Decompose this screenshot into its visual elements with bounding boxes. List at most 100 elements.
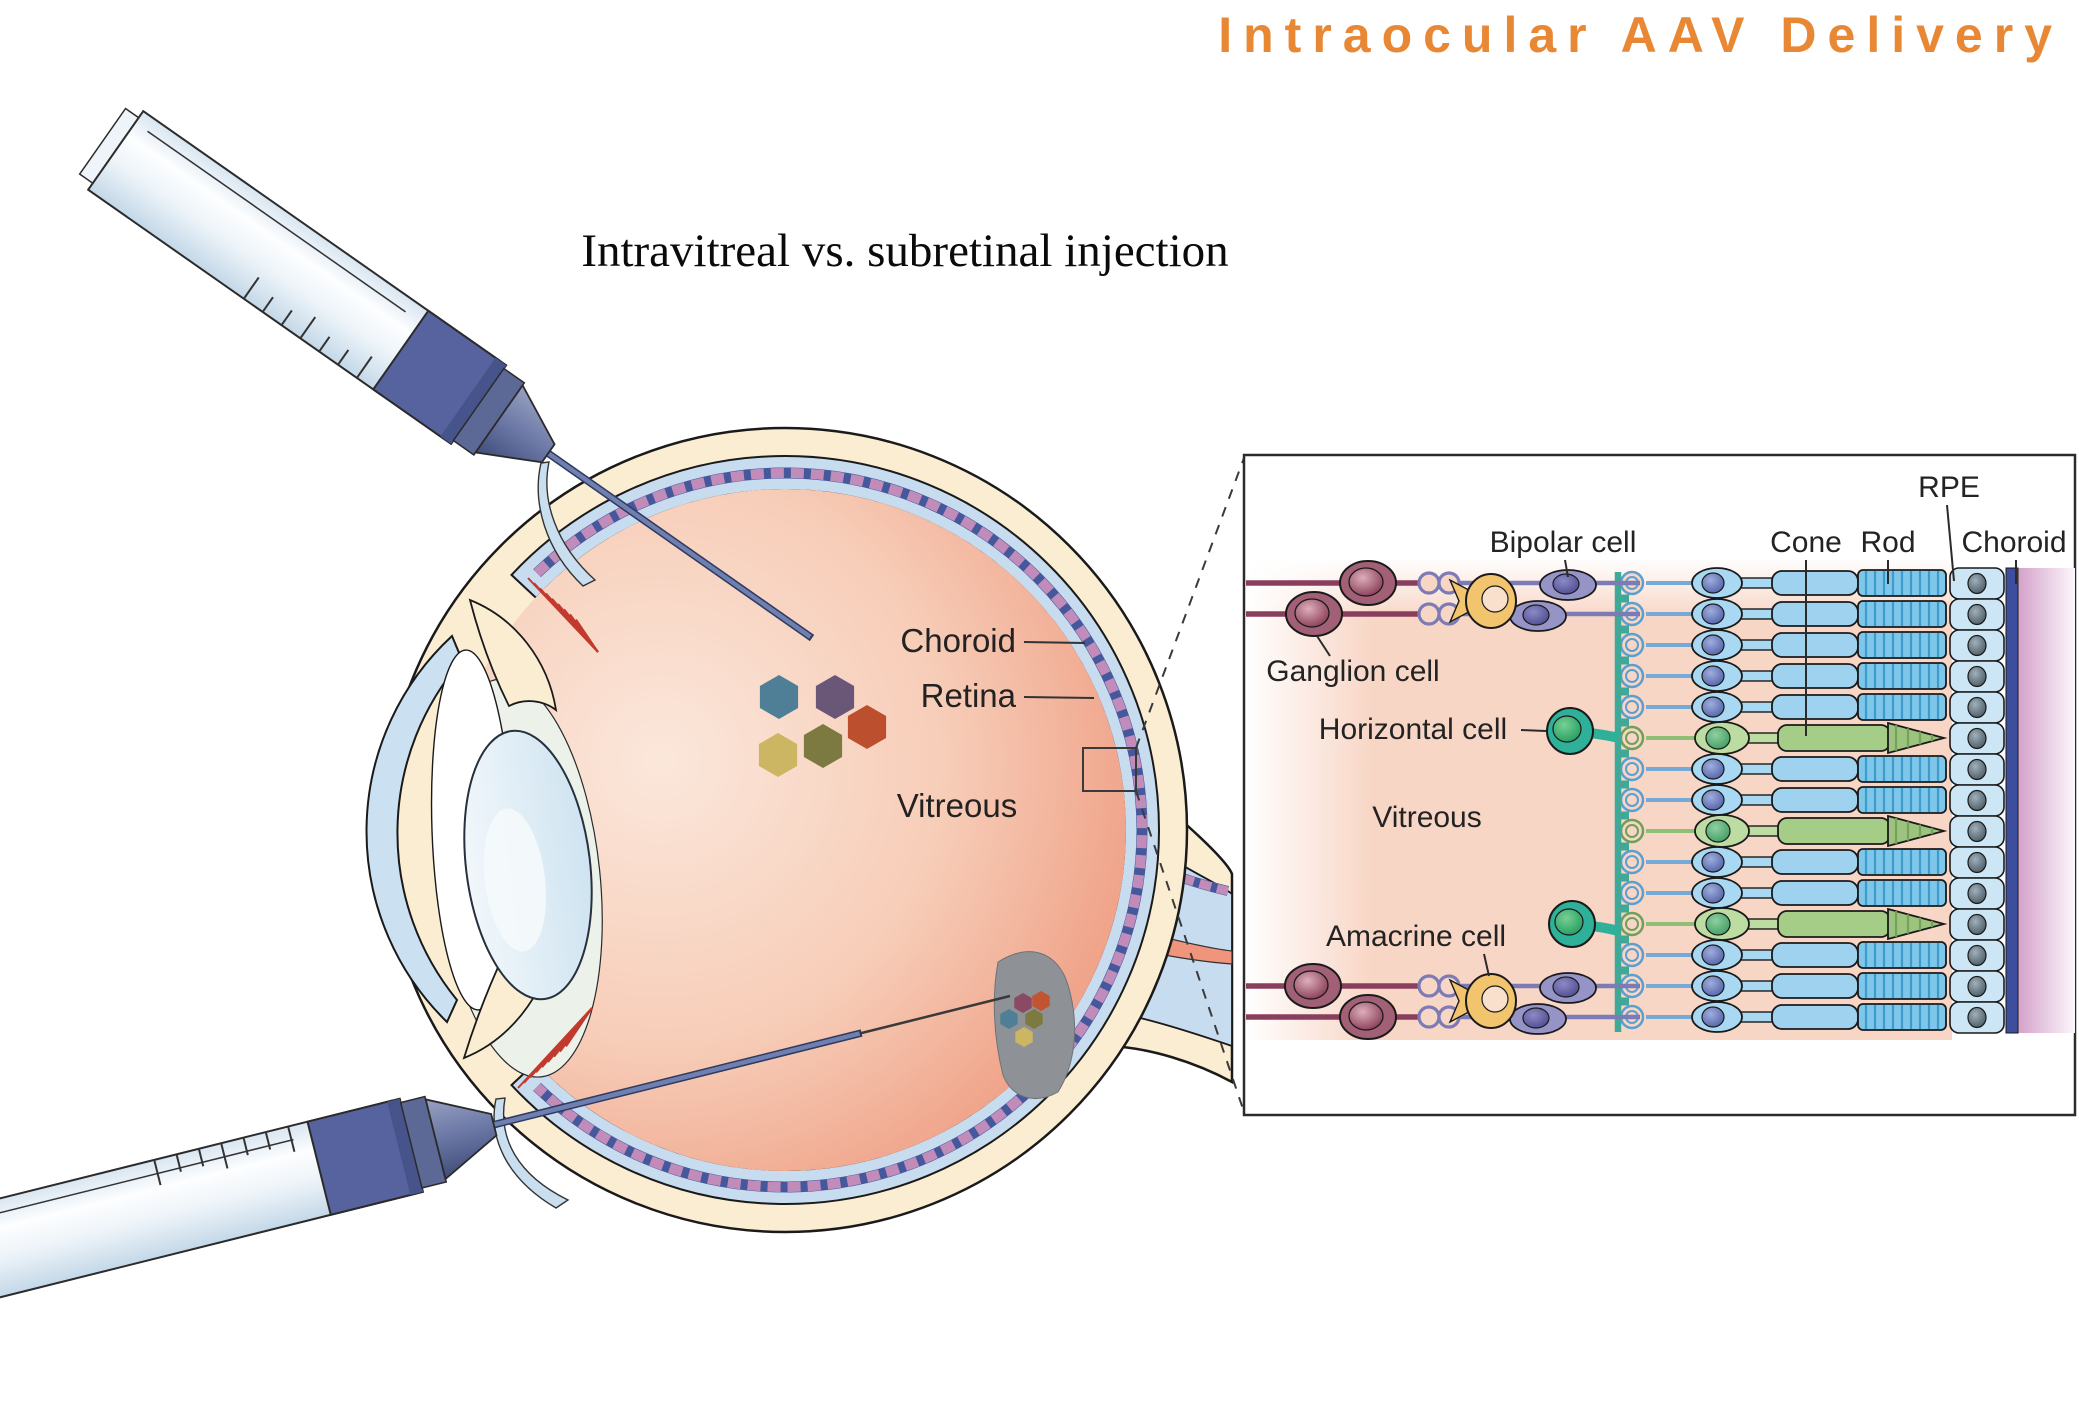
synaptic-terminal <box>1619 725 1645 751</box>
amacrine-cell <box>1448 573 1517 629</box>
synaptic-terminal-inner <box>1625 762 1639 776</box>
cone-outer-segment <box>1887 907 1948 941</box>
bipolar-nucleus <box>1522 604 1550 626</box>
rpe-leader <box>1946 504 1955 582</box>
rod-nucleus <box>1701 944 1725 966</box>
subretinal-syringe <box>0 994 1011 1301</box>
aav-purple-icon <box>815 675 855 719</box>
rod-inner-segment <box>1771 663 1859 689</box>
cone-inner-segment <box>1777 724 1891 752</box>
plunger-seal-edge <box>440 357 507 444</box>
label-cone: Cone <box>1770 526 1842 559</box>
bipolar-nucleus <box>1522 1007 1550 1029</box>
rod-nucleus <box>1701 1006 1725 1028</box>
choroid-layer-dots <box>533 468 1147 1192</box>
cone-nucleus <box>1705 819 1731 843</box>
projection-line-top <box>1135 457 1245 749</box>
rpe-nucleus <box>1967 696 1987 719</box>
aav-olive-icon <box>1025 1009 1043 1029</box>
rod-inner-segment <box>1771 694 1859 720</box>
comb-tooth <box>1618 811 1629 820</box>
amacrine-nucleus <box>1481 985 1509 1013</box>
label-choroid: Choroid <box>900 622 1016 659</box>
amacrine-cell <box>1448 973 1517 1029</box>
rod-inner-segment <box>1771 849 1859 875</box>
rod-nucleus <box>1701 789 1725 811</box>
rpe-nucleus <box>1967 758 1987 781</box>
choroid-leader <box>1023 641 1086 644</box>
retina-leader <box>1023 696 1095 699</box>
ciliary-body <box>517 577 599 1089</box>
inset-fade-left <box>1246 560 1372 1040</box>
rod-photoreceptor-row <box>1619 784 1947 816</box>
label-vitreous: Vitreous <box>897 787 1017 824</box>
synaptic-terminal <box>1619 632 1645 658</box>
synaptic-terminal <box>1619 756 1645 782</box>
aav-red-icon <box>1032 991 1050 1011</box>
label-horizontal-cell: Horizontal cell <box>1319 713 1507 746</box>
inset-labels: RPE Bipolar cell Cone Rod Choroid Gangli… <box>1266 471 2067 977</box>
rod-photoreceptor-row <box>1619 753 1947 785</box>
magnifier-box <box>1082 747 1137 792</box>
rod-photoreceptor-row <box>1619 660 1947 692</box>
ganglion-nucleus <box>1348 567 1384 597</box>
rod-nucleus <box>1701 696 1725 718</box>
rod-nucleus <box>1701 603 1725 625</box>
synaptic-terminal-inner <box>1625 824 1639 838</box>
ganglion-nucleus <box>1348 1001 1384 1031</box>
graduation-tick <box>264 1131 272 1150</box>
aav-teal-icon <box>1000 1009 1018 1029</box>
hub-cone <box>473 383 556 464</box>
comb-tooth <box>1618 966 1629 975</box>
rod-photoreceptor-row <box>1619 846 1947 878</box>
synapse-ring <box>1417 974 1441 998</box>
comb-tooth <box>1618 656 1629 665</box>
comb-tooth <box>1618 625 1629 634</box>
cornea <box>365 634 464 1024</box>
aav-teal-icon <box>759 675 799 719</box>
lens-highlight <box>483 808 547 952</box>
graduation-tick <box>242 1137 249 1156</box>
rpe-nucleus <box>1967 944 1987 967</box>
label-bipolar-cell: Bipolar cell <box>1490 526 1637 559</box>
eye-globe <box>365 426 1189 1234</box>
rpe-nucleus <box>1967 665 1987 688</box>
aav-gold-icon <box>1015 1027 1033 1047</box>
rod-inner-segment <box>1771 1004 1859 1030</box>
rod-inner-segment <box>1771 570 1859 596</box>
conjunctiva-upper <box>537 461 597 587</box>
rpe-nucleus <box>1967 572 1987 595</box>
synaptic-terminal-inner <box>1625 638 1639 652</box>
graduation-tick <box>318 336 331 353</box>
needle <box>493 1031 861 1127</box>
graduation-tick <box>337 349 350 366</box>
synaptic-terminal <box>1619 694 1645 720</box>
comb-tooth <box>1618 594 1629 603</box>
synaptic-terminal <box>1619 911 1645 937</box>
barrel-graduations <box>153 1126 296 1186</box>
graduation-tick <box>243 276 260 300</box>
figure-subtitle: Intravitreal vs. subretinal injection <box>581 225 1228 277</box>
rpe-nucleus <box>1967 851 1987 874</box>
rod-photoreceptor-row <box>1619 939 1947 971</box>
bruchs-membrane <box>2005 567 2019 1034</box>
graduation-tick <box>287 1126 296 1152</box>
bipolar-nucleus <box>1552 976 1580 998</box>
rod-inner-segment <box>1771 942 1859 968</box>
aav-gold-icon <box>758 733 798 777</box>
rod-nucleus <box>1701 882 1725 904</box>
ciliary-fiber <box>565 1007 593 1047</box>
synaptic-terminal-inner <box>1625 669 1639 683</box>
rod-nucleus <box>1701 665 1725 687</box>
horizontal-cell-1 <box>1546 707 1620 755</box>
graduation-tick <box>356 356 373 379</box>
graduation-tick <box>197 1148 205 1167</box>
comb-tooth <box>1618 904 1629 913</box>
rpe-nucleus <box>1967 789 1987 812</box>
bipolar-leader <box>1564 559 1569 578</box>
synapse-ring <box>1417 602 1441 626</box>
synaptic-terminal <box>1619 818 1645 844</box>
rod-photoreceptor-row <box>1619 877 1947 909</box>
horizontal-cell-2 <box>1548 900 1620 948</box>
